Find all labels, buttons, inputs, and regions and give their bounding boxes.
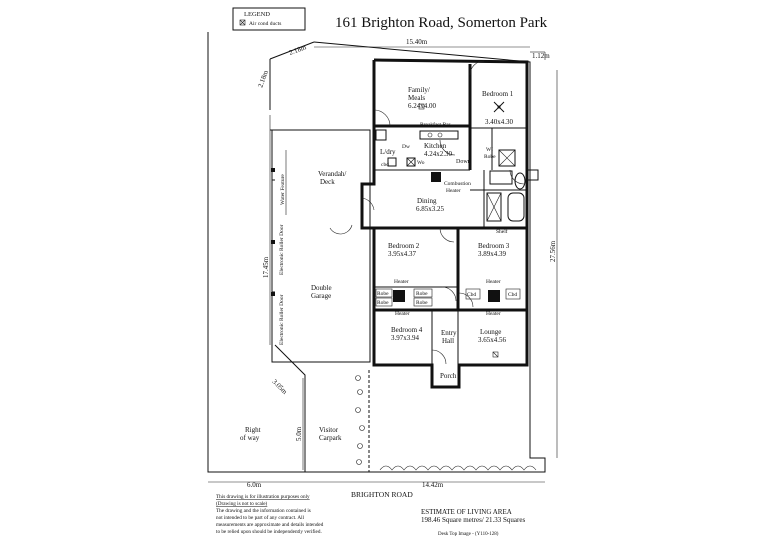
right-boundary (305, 41, 546, 473)
robe-d-label: Robe (416, 300, 428, 306)
heater-icon-left (393, 290, 405, 302)
disclaimer-line-2: (Drawing is not to scale) (216, 500, 268, 507)
dishwasher-label: Dw (402, 144, 410, 150)
room-dining-label: Dining (417, 197, 437, 205)
room-kitchen-label: Kitchen (424, 142, 447, 150)
legend-title: LEGEND (244, 11, 270, 18)
dim-diag-left: 2.18m (256, 69, 270, 89)
dim-top-width: 15.40m (406, 38, 428, 46)
room-garage-label: Double (311, 284, 332, 292)
room-lounge-label: Lounge (480, 328, 501, 336)
room-garage-label-2: Garage (311, 292, 331, 300)
house-wall-west-upper (360, 60, 376, 198)
disclaimer-line-5: measurements are approximate and details… (216, 522, 324, 528)
dim-left-height: 17.45m (262, 256, 270, 278)
roller-door-label-1: Electronic Roller Door (279, 224, 285, 275)
dim-bottom-right: 14.42m (422, 481, 444, 489)
room-bedroom3-size: 3.89x4.39 (478, 250, 507, 258)
air-cond-duct-icon (239, 19, 246, 26)
room-bedroom4-size: 3.97x3.94 (391, 334, 420, 342)
room-bedroom1-size: 3.40x4.30 (485, 118, 514, 126)
dim-right-of-way: 5.0m (295, 426, 303, 441)
legend-box (232, 7, 306, 31)
room-bedroom2-label: Bedroom 2 (388, 242, 420, 250)
air-duct-icon (418, 103, 425, 110)
ceiling-fan-icon (493, 101, 505, 113)
plan-title: 161 Brighton Road, Somerton Park (335, 15, 548, 31)
heater-bottom-right-label: Heater (486, 311, 501, 317)
room-entry-label-2: Hall (442, 337, 454, 345)
visitor-carpark-label: Visitor (319, 426, 339, 434)
credit-label: Desk Top Image - (Y110-128) (438, 532, 499, 537)
robe-c-label: Robe (416, 291, 428, 297)
room-family-label-2: Meals (408, 94, 425, 102)
robe-b-label: Robe (377, 300, 389, 306)
room-dining-size: 6.85x3.25 (416, 205, 445, 213)
roller-door-label-2: Electronic Roller Door (279, 294, 285, 345)
combustion-heater-label: Combustion (444, 181, 471, 187)
estimate-title: ESTIMATE OF LIVING AREA (421, 508, 512, 516)
room-bedroom3-label: Bedroom 3 (478, 242, 510, 250)
disclaimer-line-4: not intended to be part of any contract.… (216, 514, 305, 521)
cbd-left-label: Cbd (467, 292, 476, 298)
room-verandah-label-2: Deck (320, 178, 335, 186)
room-kitchen-size: 4.24x2.30 (424, 150, 453, 158)
room-family-size: 6.24x4.00 (408, 102, 437, 110)
dim-top-right-offset: 1.12m (532, 52, 550, 60)
dim-angled-front: 3.05m (271, 378, 290, 397)
room-bedroom4-label: Bedroom 4 (391, 326, 423, 334)
heater-icon-right (488, 290, 500, 302)
dim-diag-top: 2.18m (288, 43, 308, 57)
shelf-label: Shelf (496, 228, 508, 235)
heater-top-right-label: Heater (486, 279, 501, 285)
robe-a-label: Robe (377, 291, 389, 297)
room-bedroom2-size: 3.95x4.37 (388, 250, 417, 258)
room-laundry-label: L/dry (380, 148, 396, 156)
porch-label: Porch (440, 372, 457, 380)
left-boundary (207, 32, 306, 473)
water-feature-label: Water Feature (280, 174, 286, 205)
right-of-way-label-2: of way (240, 434, 260, 442)
room-family-label: Family/ (408, 86, 430, 94)
wi-robe-label: WI (486, 147, 493, 153)
garage-area (271, 129, 371, 363)
visitor-carpark-label-2: Carpark (319, 434, 342, 442)
combustion-heater-label-2: Heater (446, 188, 461, 194)
cbd-right-label: Cbd (508, 292, 517, 298)
breakfast-bar-label: Breakfast Bar (420, 121, 451, 128)
room-entry-label: Entry (441, 329, 457, 337)
room-lounge-size: 3.65x4.56 (478, 336, 507, 344)
room-bedroom1-label: Bedroom 1 (482, 90, 514, 98)
disclaimer-line-1: This drawing is for illustration purpose… (216, 493, 310, 500)
street-label: BRIGHTON ROAD (351, 490, 413, 499)
house-wall-north-east (373, 58, 529, 180)
estimate-value: 198.46 Square metres/ 21.33 Squares (421, 516, 525, 524)
diag-boundary-top (269, 41, 315, 60)
dim-right-height: 27.56m (549, 240, 557, 262)
wi-robe-label-2: Robe (484, 154, 496, 160)
right-of-way-label: Right (245, 426, 261, 434)
combustion-heater-icon (431, 172, 441, 182)
wall-oven-label: Wo (417, 160, 425, 166)
down-label: Down (456, 159, 471, 165)
disclaimer-line-3: The drawing and the information containe… (216, 507, 311, 514)
room-verandah-label: Verandah/ (318, 170, 346, 178)
dim-bottom-left: 6.0m (247, 481, 262, 489)
heater-top-label: Heater (394, 279, 409, 285)
legend-item-label: Air cond ducts (249, 21, 281, 27)
cbd-label: cbd (381, 162, 389, 168)
heater-bottom-label: Heater (395, 311, 410, 317)
disclaimer-line-6: to be relied upon should be independentl… (216, 528, 322, 535)
